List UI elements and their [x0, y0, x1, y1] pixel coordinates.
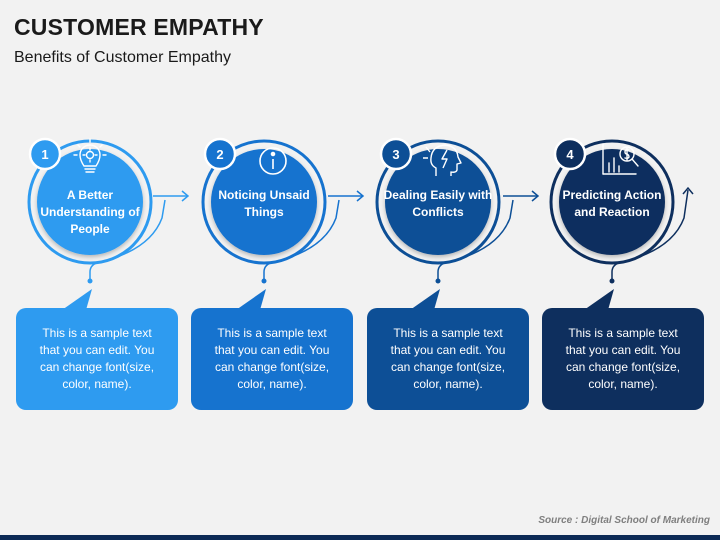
step-2-badge [203, 137, 237, 171]
step-2-outer-ring [201, 139, 327, 265]
page-subtitle: Benefits of Customer Empathy [14, 49, 231, 66]
head-lightning-icon [423, 144, 462, 176]
step-3-circle [385, 149, 491, 255]
bottom-bar [0, 535, 720, 540]
step-2-label: Noticing Unsaid Things [218, 188, 310, 219]
page-title: CUSTOMER EMPATHY [14, 14, 264, 40]
step-3-number: 3 [392, 147, 399, 162]
step-3-badge [379, 137, 413, 171]
source-note: Source : Digital School of Marketing [538, 515, 710, 526]
step-2-number: 2 [216, 147, 223, 162]
step-4-arrowhead [682, 186, 694, 195]
step-1-box-pointer [62, 289, 92, 310]
step-3-arrowhead [531, 190, 540, 202]
step-4-text-box: This is a sample text that you can edit.… [542, 308, 704, 410]
step-1-label: A Better Understanding of People [40, 188, 140, 236]
step-4-graphic [549, 137, 694, 310]
step-3-box-pointer [410, 289, 440, 310]
step-2-box-text: This is a sample text that you can edit.… [214, 326, 330, 391]
step-4-box-text: This is a sample text that you can edit.… [565, 326, 681, 391]
step-1-graphic [27, 137, 190, 310]
step-3-label: Dealing Easily with Conflicts [383, 188, 493, 219]
step-2-connector-dot [261, 278, 267, 284]
step-3-outer-ring [375, 139, 501, 265]
step-2-connector [263, 199, 340, 280]
step-4-box-pointer [584, 289, 614, 310]
step-4-label: Predicting Action and Reaction [562, 188, 662, 219]
step-1-arrowhead [181, 190, 190, 202]
step-3-box-text: This is a sample text that you can edit.… [390, 326, 506, 391]
lightbulb-gear-icon [73, 138, 107, 173]
step-1-badge [28, 137, 62, 171]
step-1-text-box: This is a sample text that you can edit.… [16, 308, 178, 410]
step-4-connector-dot [609, 278, 615, 284]
step-2-graphic [201, 137, 365, 310]
step-3-connector [437, 199, 514, 280]
step-4-outer-ring [549, 139, 675, 265]
step-3-connector-dot [435, 278, 441, 284]
step-2-box-pointer [236, 289, 266, 310]
step-2-arrowhead [356, 190, 365, 202]
step-4-connector [611, 189, 689, 280]
info-icon [259, 147, 287, 175]
step-4-circle [559, 149, 665, 255]
step-3-graphic [375, 137, 540, 310]
step-1-connector [89, 199, 166, 280]
step-1-box-text: This is a sample text that you can edit.… [39, 326, 155, 391]
chart-dollar-magnifier-icon [602, 143, 639, 175]
step-1-circle [37, 149, 143, 255]
step-3-text-box: This is a sample text that you can edit.… [367, 308, 529, 410]
step-2-text-box: This is a sample text that you can edit.… [191, 308, 353, 410]
step-4-badge [553, 137, 587, 171]
step-4-number: 4 [566, 147, 574, 162]
step-1-number: 1 [41, 147, 48, 162]
step-2-circle [211, 149, 317, 255]
step-1-connector-dot [87, 278, 93, 284]
